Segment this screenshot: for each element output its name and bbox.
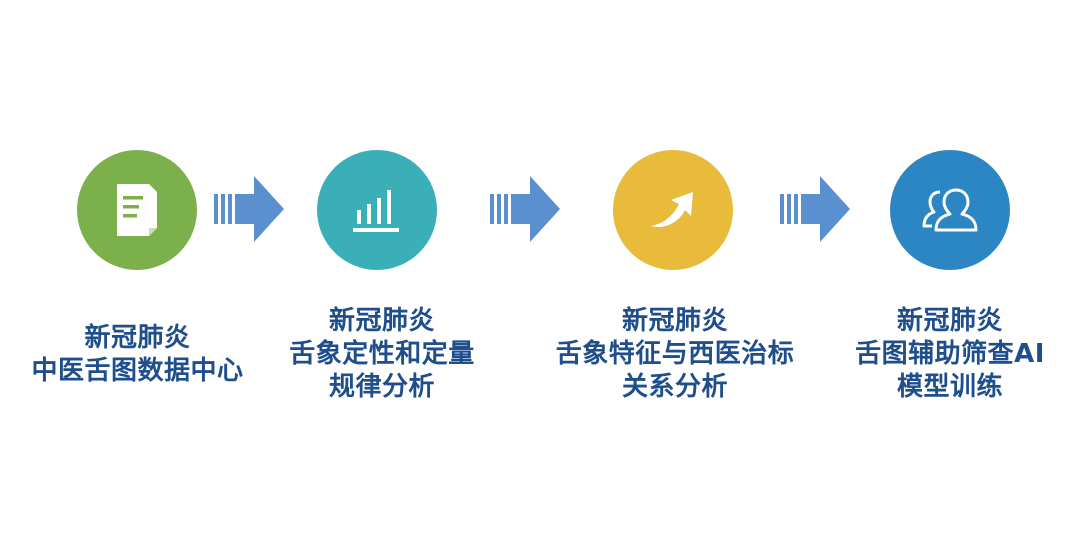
right-arrow-icon: [490, 176, 560, 242]
step-2-line-2: 舌象定性和定量: [289, 339, 475, 369]
step-4-line-3: 模型训练: [896, 372, 1003, 402]
step-4-line-1: 新冠肺炎: [896, 306, 1003, 336]
step-3-line-2: 舌象特征与西医治标: [555, 339, 795, 369]
step-3-circle: [613, 150, 733, 270]
right-arrow-icon: [780, 176, 850, 242]
step-1-circle: [77, 150, 197, 270]
bar-chart-icon: [353, 190, 399, 232]
step-3-line-3: 关系分析: [621, 372, 728, 402]
step-2-line-3: 规律分析: [328, 372, 435, 402]
step-1-label: 新冠肺炎 中医舌图数据中心: [10, 322, 265, 388]
step-3-line-1: 新冠肺炎: [621, 306, 728, 336]
right-arrow-icon: [214, 176, 284, 242]
step-2-line-1: 新冠肺炎: [328, 306, 435, 336]
step-3-label: 新冠肺炎 舌象特征与西医治标 关系分析: [532, 305, 818, 404]
step-4-label: 新冠肺炎 舌图辅助筛查AI 模型训练: [825, 305, 1075, 404]
users-icon: [922, 188, 978, 232]
trend-arrow-icon: [651, 192, 693, 228]
step-1-line-1: 新冠肺炎: [84, 323, 191, 353]
step-4-line-2: 舌图辅助筛查AI: [855, 339, 1045, 369]
step-2-label: 新冠肺炎 舌象定性和定量 规律分析: [262, 305, 502, 404]
step-4-circle: [890, 150, 1010, 270]
document-icon: [117, 184, 157, 236]
step-1-line-2: 中医舌图数据中心: [31, 356, 244, 386]
step-2-circle: [317, 150, 437, 270]
